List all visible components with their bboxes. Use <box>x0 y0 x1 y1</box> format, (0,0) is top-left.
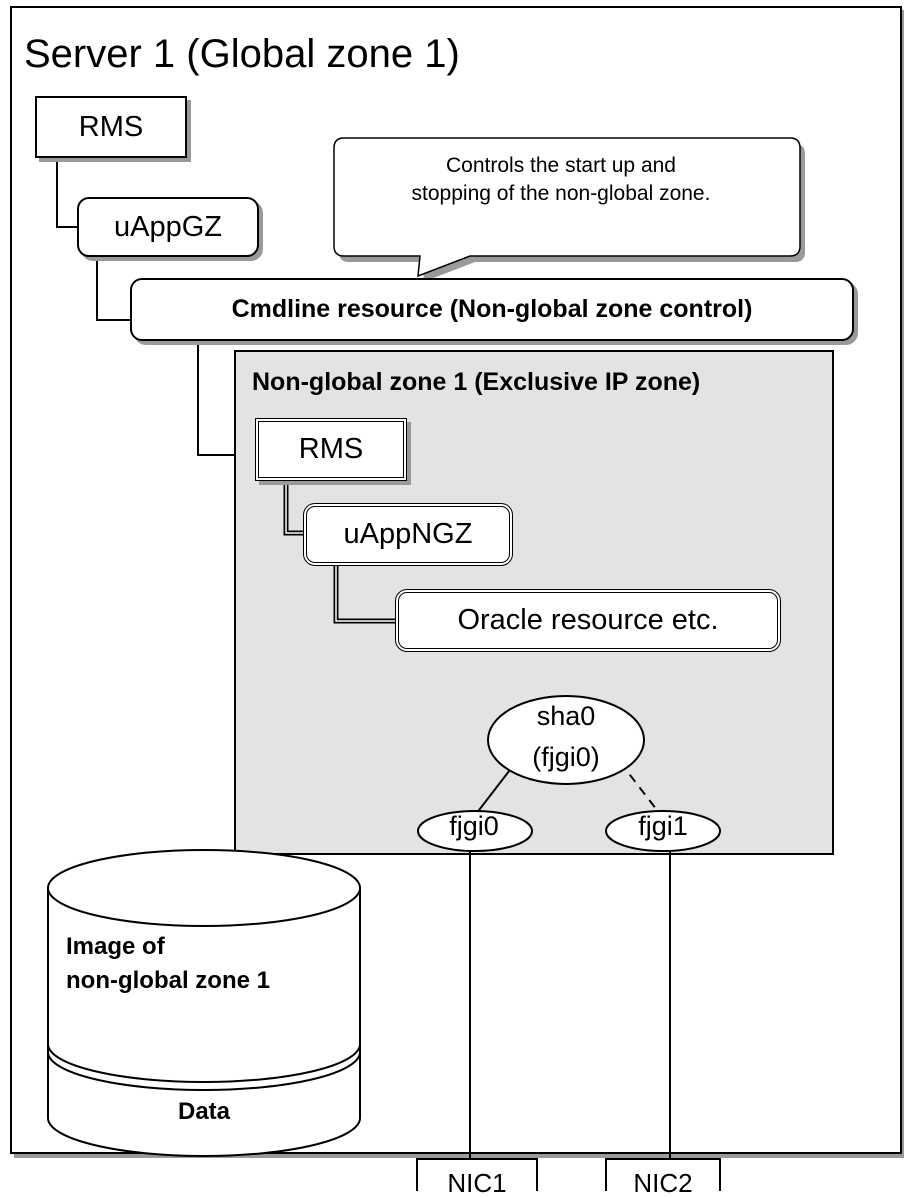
fjgi1-label: fjgi1 <box>638 811 688 841</box>
disk-label-line-2: non-global zone 1 <box>66 967 270 994</box>
connector-rms-uappgz <box>56 158 77 228</box>
link-sha0-fjgi1 <box>619 761 661 815</box>
disk-label-line-1: Image of <box>66 933 165 960</box>
nic1-box: NIC1 <box>416 1158 538 1198</box>
nic2-box: NIC2 <box>605 1158 721 1198</box>
rms-ngz-box: RMS <box>255 418 407 481</box>
non-global-zone-title: Non-global zone 1 (Exclusive IP zone) <box>252 368 701 396</box>
callout-line-1: Controls the start up and <box>446 154 676 177</box>
callout-line-2: stopping of the non-global zone. <box>411 182 711 205</box>
fjgi0-label: fjgi0 <box>449 811 499 841</box>
connector-uappgz-cmdline <box>96 257 130 321</box>
rms-global-box: RMS <box>35 96 187 158</box>
sha0-ellipse <box>487 695 645 785</box>
uappgz-box: uAppGZ <box>77 197 259 257</box>
disk-data-label: Data <box>177 1098 231 1125</box>
callout-text: Controls the start up and stopping of th… <box>336 152 786 208</box>
fjgi1-ellipse <box>605 810 721 852</box>
cmdline-resource-box: Cmdline resource (Non-global zone contro… <box>130 278 854 341</box>
oracle-resource-box: Oracle resource etc. <box>395 589 781 652</box>
fjgi0-ellipse <box>417 810 533 852</box>
sha0-sublabel: (fjgi0) <box>532 742 600 772</box>
sha0-label: sha0 <box>536 701 596 731</box>
disk-image-label: Image of non-global zone 1 <box>66 930 270 998</box>
uappngz-box: uAppNGZ <box>303 503 513 566</box>
server-title: Server 1 (Global zone 1) <box>24 32 460 76</box>
